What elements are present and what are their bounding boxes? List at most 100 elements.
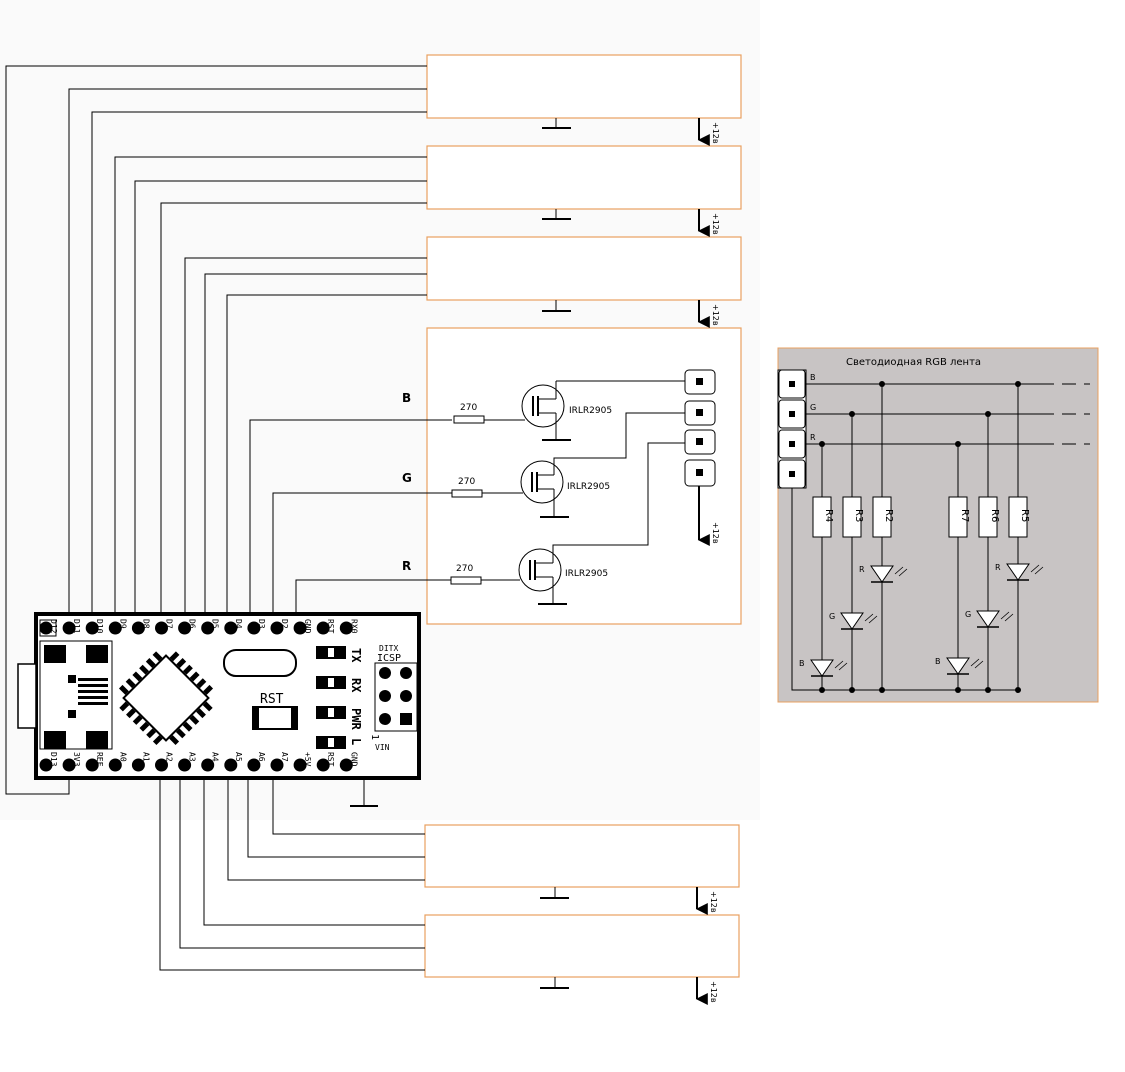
- strip-pin-label-g: G: [810, 403, 816, 412]
- top-header-pin-label: D6: [188, 619, 197, 629]
- mcu-chip: [118, 651, 214, 746]
- bottom-header-pin: [339, 758, 353, 772]
- top-header-pin-label: D4: [234, 619, 243, 629]
- bottom-header-pin: [201, 758, 215, 772]
- bottom-header-pin: [247, 758, 261, 772]
- resistor-r: [450, 576, 482, 585]
- strip-led-label: G: [965, 610, 971, 619]
- junction-dot: [879, 687, 885, 693]
- strip-pin-label-b: B: [810, 373, 816, 382]
- resistor-value: 270: [460, 403, 477, 413]
- mcu-pin: [202, 701, 213, 712]
- bottom-header-pin-label: A4: [211, 752, 220, 762]
- supply-label: +12в: [711, 304, 720, 326]
- top-header-pin: [247, 621, 261, 635]
- bottom-header-pin-label: A7: [280, 752, 289, 762]
- junction-dot: [985, 411, 991, 417]
- mcu-pin: [126, 708, 136, 719]
- rst-button[interactable]: [252, 706, 298, 730]
- resistor-value: 270: [458, 477, 475, 487]
- junction-dot: [879, 381, 885, 387]
- bottom-header-pin-label: RST: [326, 752, 335, 767]
- strip-resistor-label: R2: [883, 509, 894, 522]
- top-header-pin: [85, 621, 99, 635]
- strip-led-label: R: [859, 565, 865, 574]
- channel-label-r: R: [402, 559, 411, 573]
- strip-title: Светодиодная RGB лента: [846, 357, 981, 368]
- strip-pin-label-r: R: [810, 433, 816, 442]
- junction-dot: [849, 687, 855, 693]
- top-header-pin: [270, 621, 284, 635]
- supply-label: +12в: [709, 891, 718, 913]
- bottom-header-pin-label: A1: [141, 752, 150, 762]
- top-header-pin: [178, 621, 192, 635]
- mcu-pin: [189, 671, 200, 682]
- mcu-pin: [189, 714, 200, 725]
- strip-resistor-label: R5: [1019, 509, 1030, 522]
- driver-board-2: [426, 145, 742, 210]
- strip-led-label: B: [799, 659, 805, 668]
- mcu-pin: [175, 728, 186, 739]
- top-header-pin-label: GND: [303, 619, 312, 634]
- mcu-pin: [196, 678, 207, 689]
- strip-led: [870, 565, 894, 583]
- top-header-pin: [339, 621, 353, 635]
- mosfet-r: [518, 548, 562, 592]
- top-header-pin-label: D9: [118, 619, 127, 629]
- top-header-pin-label: RST: [326, 619, 335, 634]
- strip-led: [946, 657, 970, 675]
- rst-button-label: RST: [260, 692, 284, 707]
- top-header-pin-label: D11: [72, 619, 81, 634]
- top-header-pin: [39, 621, 53, 635]
- bottom-header-pin-label: A6: [257, 752, 266, 762]
- driver-board-5: [424, 824, 740, 888]
- top-header-pin-label: RX0: [349, 619, 358, 634]
- bottom-header-pin-label: D13: [49, 752, 58, 767]
- strip-resistor: [872, 496, 892, 538]
- mcu-pin: [182, 664, 193, 675]
- mcu-pin: [139, 664, 150, 675]
- mcu-pin: [203, 684, 214, 695]
- bottom-header-pin-label: A5: [234, 752, 243, 762]
- junction-dot: [955, 687, 961, 693]
- supply-label: +12в: [711, 213, 720, 235]
- top-header-pin: [131, 621, 145, 635]
- mcu-pin: [169, 735, 180, 746]
- top-header-pin: [316, 621, 330, 635]
- mcu-pin: [152, 735, 163, 746]
- driver-board-3: [426, 236, 742, 301]
- bottom-header-pin: [155, 758, 168, 772]
- mcu-pin: [118, 684, 129, 695]
- top-header-pin: [108, 621, 122, 635]
- icsp-pin-label: DITX: [379, 644, 398, 653]
- supply-label: +12в: [711, 122, 720, 144]
- strip-resistor: [842, 496, 862, 538]
- mcu-pin: [132, 671, 143, 682]
- bottom-header-pin: [270, 758, 284, 772]
- board-connector: [684, 369, 716, 487]
- strip-led-label: R: [995, 563, 1001, 572]
- top-header-pin-label: D12: [49, 619, 58, 634]
- strip-resistor: [812, 496, 832, 538]
- strip-led: [840, 612, 864, 630]
- icsp-index: 1: [369, 734, 380, 740]
- strip-resistor-label: R3: [853, 509, 864, 522]
- strip-led-label: B: [935, 657, 941, 666]
- ground-symbols: [350, 118, 571, 989]
- mcu-pin: [146, 728, 157, 739]
- top-header-pin-label: D3: [257, 619, 266, 629]
- top-header-pin-label: D10: [95, 619, 104, 634]
- bottom-header-pin-label: 3V3: [72, 752, 81, 767]
- bottom-header-pin: [85, 758, 99, 772]
- strip-led: [1006, 563, 1030, 581]
- bottom-header-pin-label: A3: [188, 752, 197, 762]
- driver-boards: [424, 54, 742, 978]
- strip-resistor-label: R7: [959, 509, 970, 522]
- channel-label-b: B: [402, 391, 411, 405]
- top-header-pin-label: D8: [141, 619, 150, 629]
- bottom-header-pin: [108, 758, 122, 772]
- bottom-header-pin: [293, 758, 307, 772]
